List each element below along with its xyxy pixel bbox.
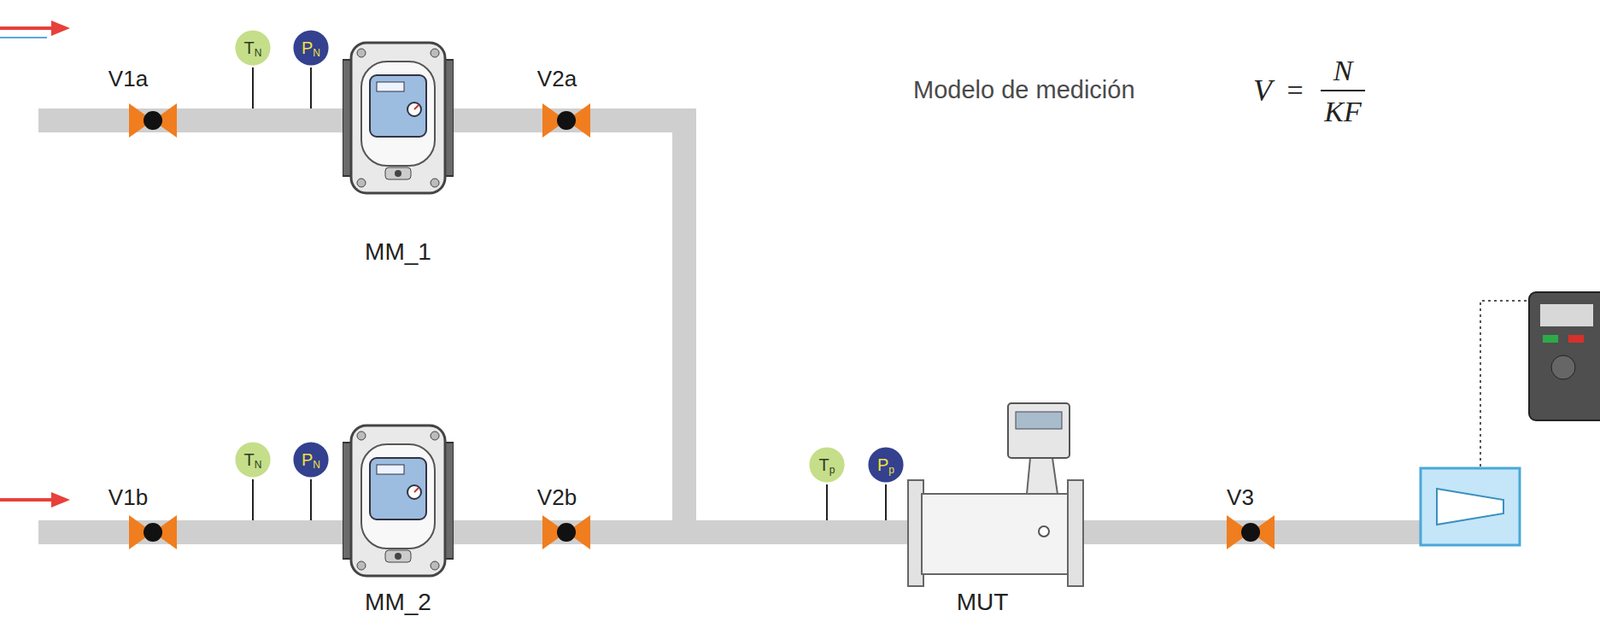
valve-label: V2a [537,65,577,93]
sensor-subscript: p [829,464,836,475]
temperature-sensor: Tp [808,446,845,483]
pressure-sensor: Pp [867,446,904,483]
valve-label: V3 [1226,484,1255,511]
sensor-text: PN [293,441,329,478]
valve-label: V2b [537,484,577,511]
formula-symbol: = [1286,74,1303,107]
formula-symbol: KF [1324,95,1361,129]
meter-label: MUT [956,588,1009,616]
meter-label: MM_1 [364,238,432,266]
sensor-text: TN [234,441,271,478]
sensor-symbol: P [877,456,889,474]
sensor-symbol: T [244,451,255,469]
sensor-text: Tp [808,446,845,483]
sensor-text: PN [293,29,329,66]
formula-caption: Modelo de medición [913,76,1136,105]
sensor-text: Pp [867,446,904,483]
sensor-subscript: N [312,47,321,59]
sensor-subscript: N [254,47,263,59]
temperature-sensor: TN [234,441,271,478]
sensor-subscript: N [254,459,263,470]
pressure-sensor: PN [293,29,329,66]
sensor-subscript: N [312,459,321,470]
sensor-symbol: T [819,456,830,474]
sensor-symbol: T [244,39,255,57]
sensor-symbol: P [301,451,313,469]
sensor-symbol: P [301,39,313,57]
formula-symbol: N [1333,54,1354,88]
sensor-subscript: p [888,464,895,475]
valve-label: V1b [108,484,148,511]
meter-label: MM_2 [364,588,432,616]
temperature-sensor: TN [234,29,271,66]
formula-symbol: V [1253,72,1272,109]
valve-label: V1a [108,65,148,93]
sensor-text: TN [234,29,271,66]
pressure-sensor: PN [293,441,329,478]
